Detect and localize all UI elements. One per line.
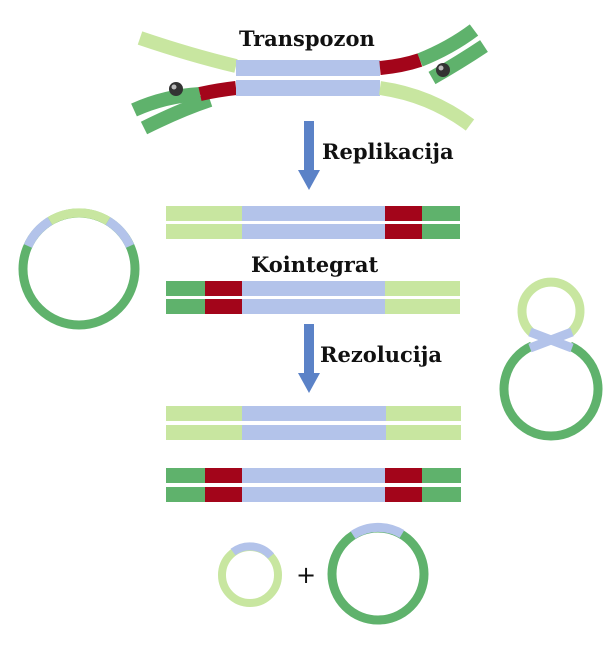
- product-bar-1: [166, 406, 461, 421]
- upper-right-dark-green-arc: [417, 24, 479, 67]
- arrow-replication: [298, 121, 320, 190]
- large-product-circle: [327, 522, 429, 625]
- transposon-insertion: [131, 24, 488, 135]
- product-bar-3: [166, 468, 461, 483]
- replication-label: Replikacija: [322, 139, 454, 164]
- upper-right-second-dark-green: [428, 40, 488, 85]
- lower-left-red: [198, 81, 237, 101]
- nick-marker-left: [169, 82, 183, 96]
- upper-left-light-green-arc: [137, 31, 238, 73]
- cointegrate-circle: [18, 208, 140, 330]
- cointegrate-bar-1: [166, 206, 460, 221]
- cointegrate-label: Kointegrat: [251, 252, 379, 277]
- cointegrate-bar-3: [166, 281, 460, 296]
- product-bar-2: [166, 425, 461, 440]
- arrow-resolution: [298, 324, 320, 393]
- small-product-circle: [218, 542, 282, 607]
- cointegrate-bar-2: [166, 224, 460, 239]
- plus-sign: +: [296, 561, 317, 589]
- cointegrate-bar-4: [166, 299, 460, 314]
- transposon-label: Transpozon: [239, 26, 375, 51]
- lower-transposon-blue: [236, 80, 380, 96]
- nick-marker-right: [436, 63, 450, 77]
- lower-left-dark-green-arc: [131, 87, 201, 117]
- product-bar-4: [166, 487, 461, 502]
- upper-right-red: [379, 53, 423, 75]
- resolution-label: Rezolucija: [320, 342, 442, 367]
- lower-left-second-dark-green: [140, 93, 213, 135]
- figure-eight: [499, 277, 603, 441]
- upper-transposon-blue: [236, 60, 380, 76]
- lower-right-light-green-arc: [378, 81, 475, 131]
